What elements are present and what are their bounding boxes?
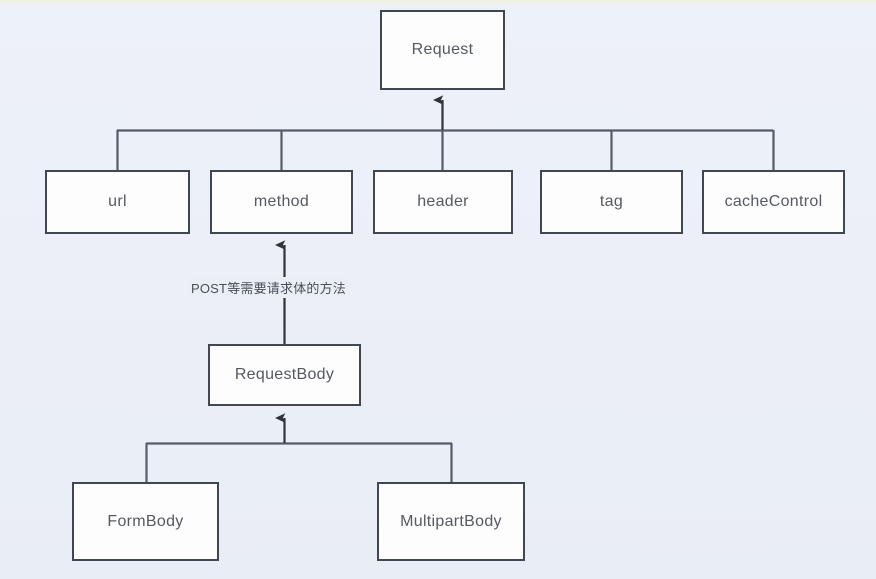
node-header[interactable]: header	[373, 170, 513, 234]
node-label-method: method	[253, 193, 310, 210]
node-cachecontrol[interactable]: cacheControl	[702, 170, 845, 234]
node-label-multipartbody: MultipartBody	[400, 512, 502, 530]
node-multipartbody[interactable]: MultipartBody	[377, 482, 525, 561]
node-request[interactable]: Request	[380, 10, 505, 90]
top-edge-strip	[0, 0, 876, 3]
node-label-formbody: FormBody	[107, 512, 184, 530]
node-tag[interactable]: tag	[540, 170, 683, 234]
edge-label-requestbody-to-method: POST等需要请求体的方法	[189, 277, 348, 298]
node-url[interactable]: url	[45, 170, 190, 234]
node-label-header: header	[417, 193, 469, 210]
node-label-tag: tag	[599, 193, 624, 210]
node-requestbody[interactable]: RequestBody	[208, 344, 361, 406]
node-label-requestbody: RequestBody	[234, 366, 335, 383]
node-label-url: url	[108, 193, 127, 210]
node-label-request: Request	[411, 41, 474, 58]
node-method[interactable]: method	[210, 170, 353, 234]
node-formbody[interactable]: FormBody	[72, 482, 219, 561]
node-label-cachecontrol: cacheControl	[724, 193, 823, 210]
